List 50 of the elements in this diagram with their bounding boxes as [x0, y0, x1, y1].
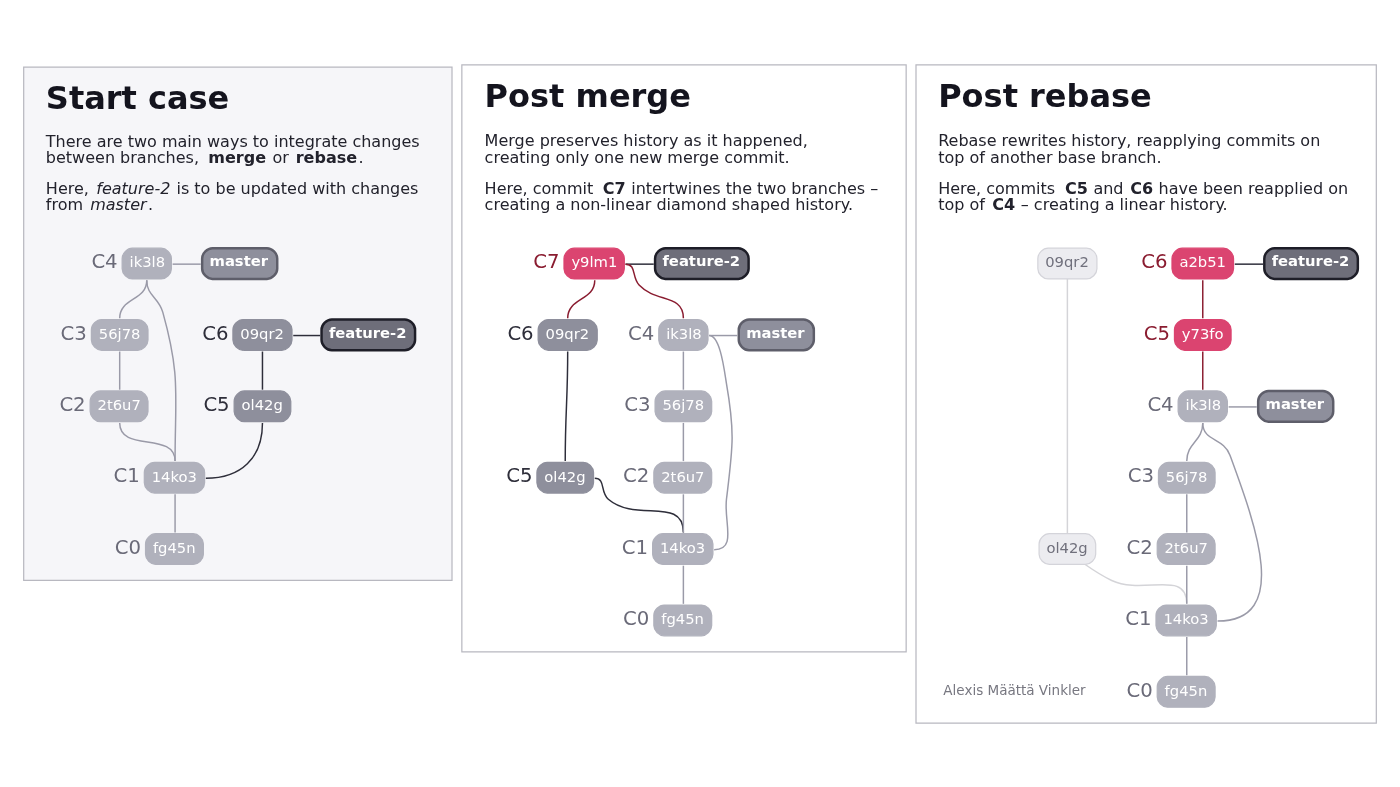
node-label: C6: [202, 321, 229, 345]
connector: [1186, 564, 1188, 605]
node-label: C2: [1126, 535, 1153, 559]
connector: [1084, 563, 1188, 605]
node-label: C4: [1147, 392, 1174, 416]
connector: [1227, 405, 1258, 408]
connector: [708, 334, 733, 550]
connector: [624, 262, 655, 265]
node-label: C1: [621, 535, 649, 559]
node-label: C5: [203, 392, 230, 416]
connector: [682, 350, 685, 390]
connector: [205, 421, 264, 479]
node-label: C0: [114, 535, 142, 559]
node-label: C2: [59, 392, 86, 416]
node-label: C4: [91, 249, 118, 273]
node-label: C3: [60, 321, 87, 345]
node-label: C1: [113, 463, 140, 487]
connector: [1186, 635, 1188, 676]
connector: [1186, 493, 1188, 533]
connector: [624, 262, 685, 319]
connector: [1066, 277, 1069, 534]
connector: [564, 350, 569, 462]
connector: [174, 493, 176, 533]
connector: [682, 564, 685, 605]
connector: [118, 350, 121, 390]
connector: [682, 421, 685, 462]
connector: [1234, 262, 1264, 265]
node-label: C2: [623, 463, 650, 487]
label: Alexis Määttä Vinkler: [943, 681, 1086, 698]
node-label: C7: [533, 249, 560, 273]
node-label: C3: [1127, 463, 1154, 487]
connector: [1202, 278, 1204, 319]
connector: [171, 262, 202, 265]
connector: [594, 477, 685, 533]
node-label: C0: [623, 606, 650, 630]
connector: [682, 493, 685, 533]
connector: [292, 334, 321, 336]
connector: [261, 350, 264, 390]
node-label: C3: [624, 392, 651, 416]
connector: [566, 278, 596, 319]
connector: [118, 421, 176, 462]
node-label: C0: [1126, 678, 1153, 702]
connector: [1202, 421, 1263, 622]
node-label: C4: [628, 321, 655, 345]
node-label: C1: [1125, 606, 1152, 630]
node-label: C5: [506, 463, 533, 487]
node-label: C6: [1141, 249, 1168, 273]
connector: [1202, 350, 1204, 390]
node-label: C6: [507, 321, 534, 345]
node-label: C5: [1143, 321, 1170, 345]
